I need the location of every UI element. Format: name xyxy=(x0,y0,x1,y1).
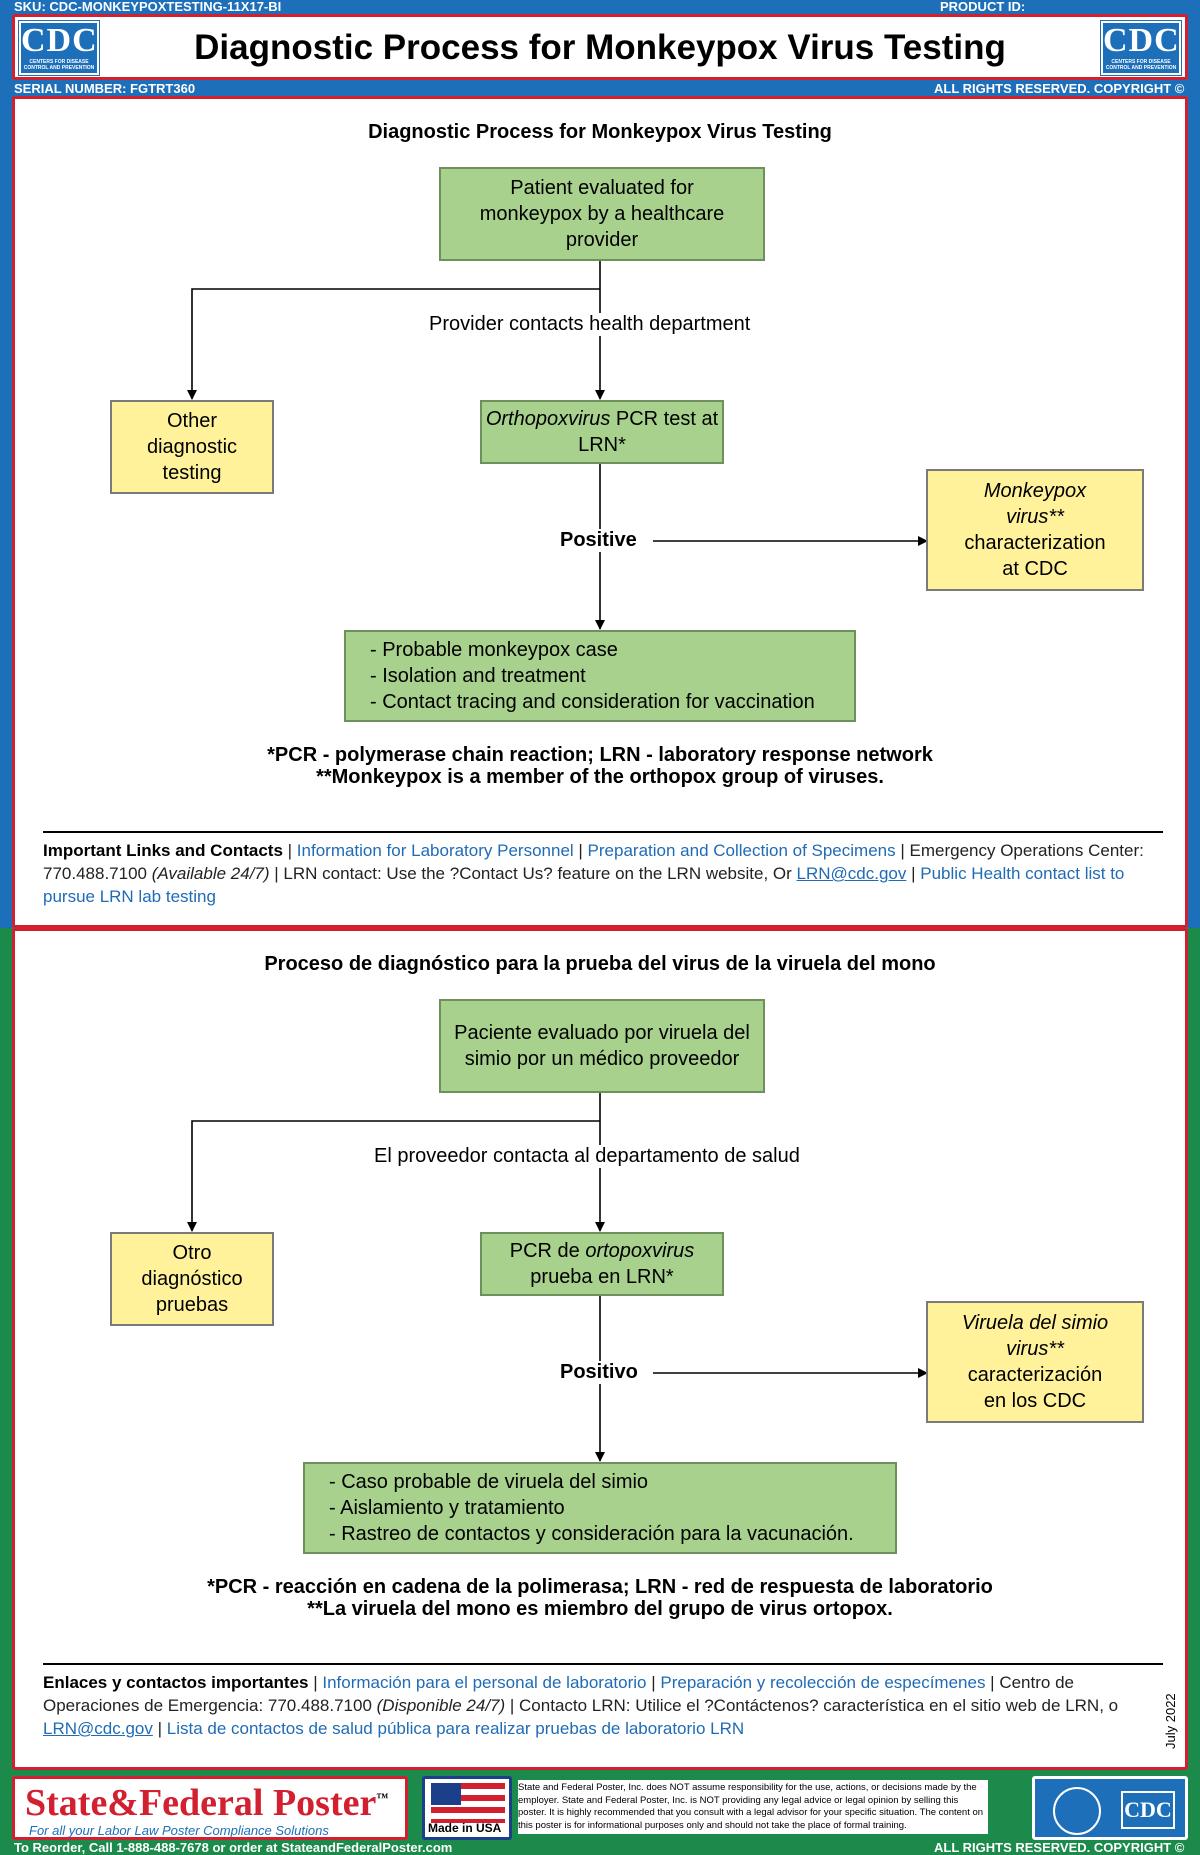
poster-date: July 2022 xyxy=(1163,1693,1178,1749)
divider-es xyxy=(43,1663,1163,1665)
english-flow-title: Diagnostic Process for Monkeypox Virus T… xyxy=(368,121,832,143)
us-flag-icon xyxy=(431,1783,505,1823)
hhs-cdc-logo: CDC xyxy=(1032,1776,1188,1840)
other-testing-box-es: Otro diagnóstico pruebas xyxy=(110,1232,274,1326)
lab-personnel-link[interactable]: Information for Laboratory Personnel xyxy=(296,841,574,860)
sku-text: SKU: CDC-MONKEYPOXTESTING-11X17-BI xyxy=(14,0,282,14)
lab-personnel-link-es[interactable]: Información para el personal de laborato… xyxy=(322,1673,647,1692)
divider xyxy=(43,831,1163,833)
legal-disclaimer: State and Federal Poster, Inc. does NOT … xyxy=(518,1780,988,1834)
made-in-usa-badge: Made in USA xyxy=(422,1776,512,1840)
copyright-footer-text: ALL RIGHTS RESERVED. COPYRIGHT © xyxy=(934,1840,1185,1855)
copyright-text: ALL RIGHTS RESERVED. COPYRIGHT © xyxy=(934,81,1185,96)
specimens-link-es[interactable]: Preparación y recolección de especímenes xyxy=(660,1673,986,1692)
outcome-box-es: - Caso probable de viruela del simio - A… xyxy=(303,1462,897,1554)
important-links-es: Enlaces y contactos importantes | Inform… xyxy=(43,1673,1119,1738)
lrn-email-link-es[interactable]: LRN@cdc.gov xyxy=(43,1719,153,1738)
english-panel: Diagnostic Process for Monkeypox Virus T… xyxy=(12,96,1188,928)
cdc-characterization-box: Monkeypox virus** characterization at CD… xyxy=(926,469,1144,591)
provider-contacts-label-es: El proveedor contacta al departamento de… xyxy=(372,1145,802,1168)
product-id-text: PRODUCT ID: xyxy=(940,0,1026,14)
lrn-email-link[interactable]: LRN@cdc.gov xyxy=(796,864,907,883)
outcome-box: - Probable monkeypox case - Isolation an… xyxy=(344,630,856,722)
page-title: Diagnostic Process for Monkeypox Virus T… xyxy=(194,28,1006,67)
positive-label: Positive xyxy=(558,529,639,552)
positive-label-es: Positivo xyxy=(558,1361,640,1384)
pcr-test-box-es: PCR de ortopoxvirus prueba en LRN* xyxy=(480,1232,724,1296)
spanish-flow-title: Proceso de diagnóstico para la prueba de… xyxy=(264,953,936,975)
provider-contacts-label: Provider contacts health department xyxy=(427,313,753,336)
state-federal-poster-logo: State&Federal Poster™ For all your Labor… xyxy=(12,1776,408,1840)
cdc-characterization-box-es: Viruela del simio virus** caracterizació… xyxy=(926,1301,1144,1423)
footnote-orthopox: **Monkeypox is a member of the orthopox … xyxy=(316,766,884,788)
other-testing-box: Other diagnostic testing xyxy=(110,400,274,494)
patient-evaluated-box-es: Paciente evaluado por viruela del simio … xyxy=(439,999,765,1093)
serial-number-text: SERIAL NUMBER: FGTRT360 xyxy=(14,81,196,96)
reorder-text: To Reorder, Call 1-888-488-7678 or order… xyxy=(14,1840,453,1855)
poster-header: CDC CENTERS FOR DISEASE CONTROL AND PREV… xyxy=(12,14,1188,80)
cdc-logo-left: CDC CENTERS FOR DISEASE CONTROL AND PREV… xyxy=(18,20,100,76)
footnote-pcr: *PCR - polymerase chain reaction; LRN - … xyxy=(267,744,933,766)
public-health-contacts-link[interactable]: Public Health contact list to pursue LRN… xyxy=(43,864,1125,906)
patient-evaluated-box: Patient evaluated for monkeypox by a hea… xyxy=(439,167,765,261)
public-health-contacts-link-es[interactable]: Lista de contactos de salud pública para… xyxy=(166,1719,745,1738)
important-links: Important Links and Contacts | Informati… xyxy=(43,841,1144,906)
cdc-logo-right: CDC CENTERS FOR DISEASE CONTROL AND PREV… xyxy=(1100,20,1182,76)
footnote-orthopox-es: **La viruela del mono es miembro del gru… xyxy=(307,1598,893,1620)
footnote-pcr-es: *PCR - reacción en cadena de la polimera… xyxy=(207,1576,993,1598)
spanish-panel: Proceso de diagnóstico para la prueba de… xyxy=(12,928,1188,1770)
hhs-eagle-icon xyxy=(1053,1787,1101,1835)
pcr-test-box: Orthopoxvirus PCR test at LRN* xyxy=(480,400,724,464)
specimens-link[interactable]: Preparation and Collection of Specimens xyxy=(587,841,896,860)
